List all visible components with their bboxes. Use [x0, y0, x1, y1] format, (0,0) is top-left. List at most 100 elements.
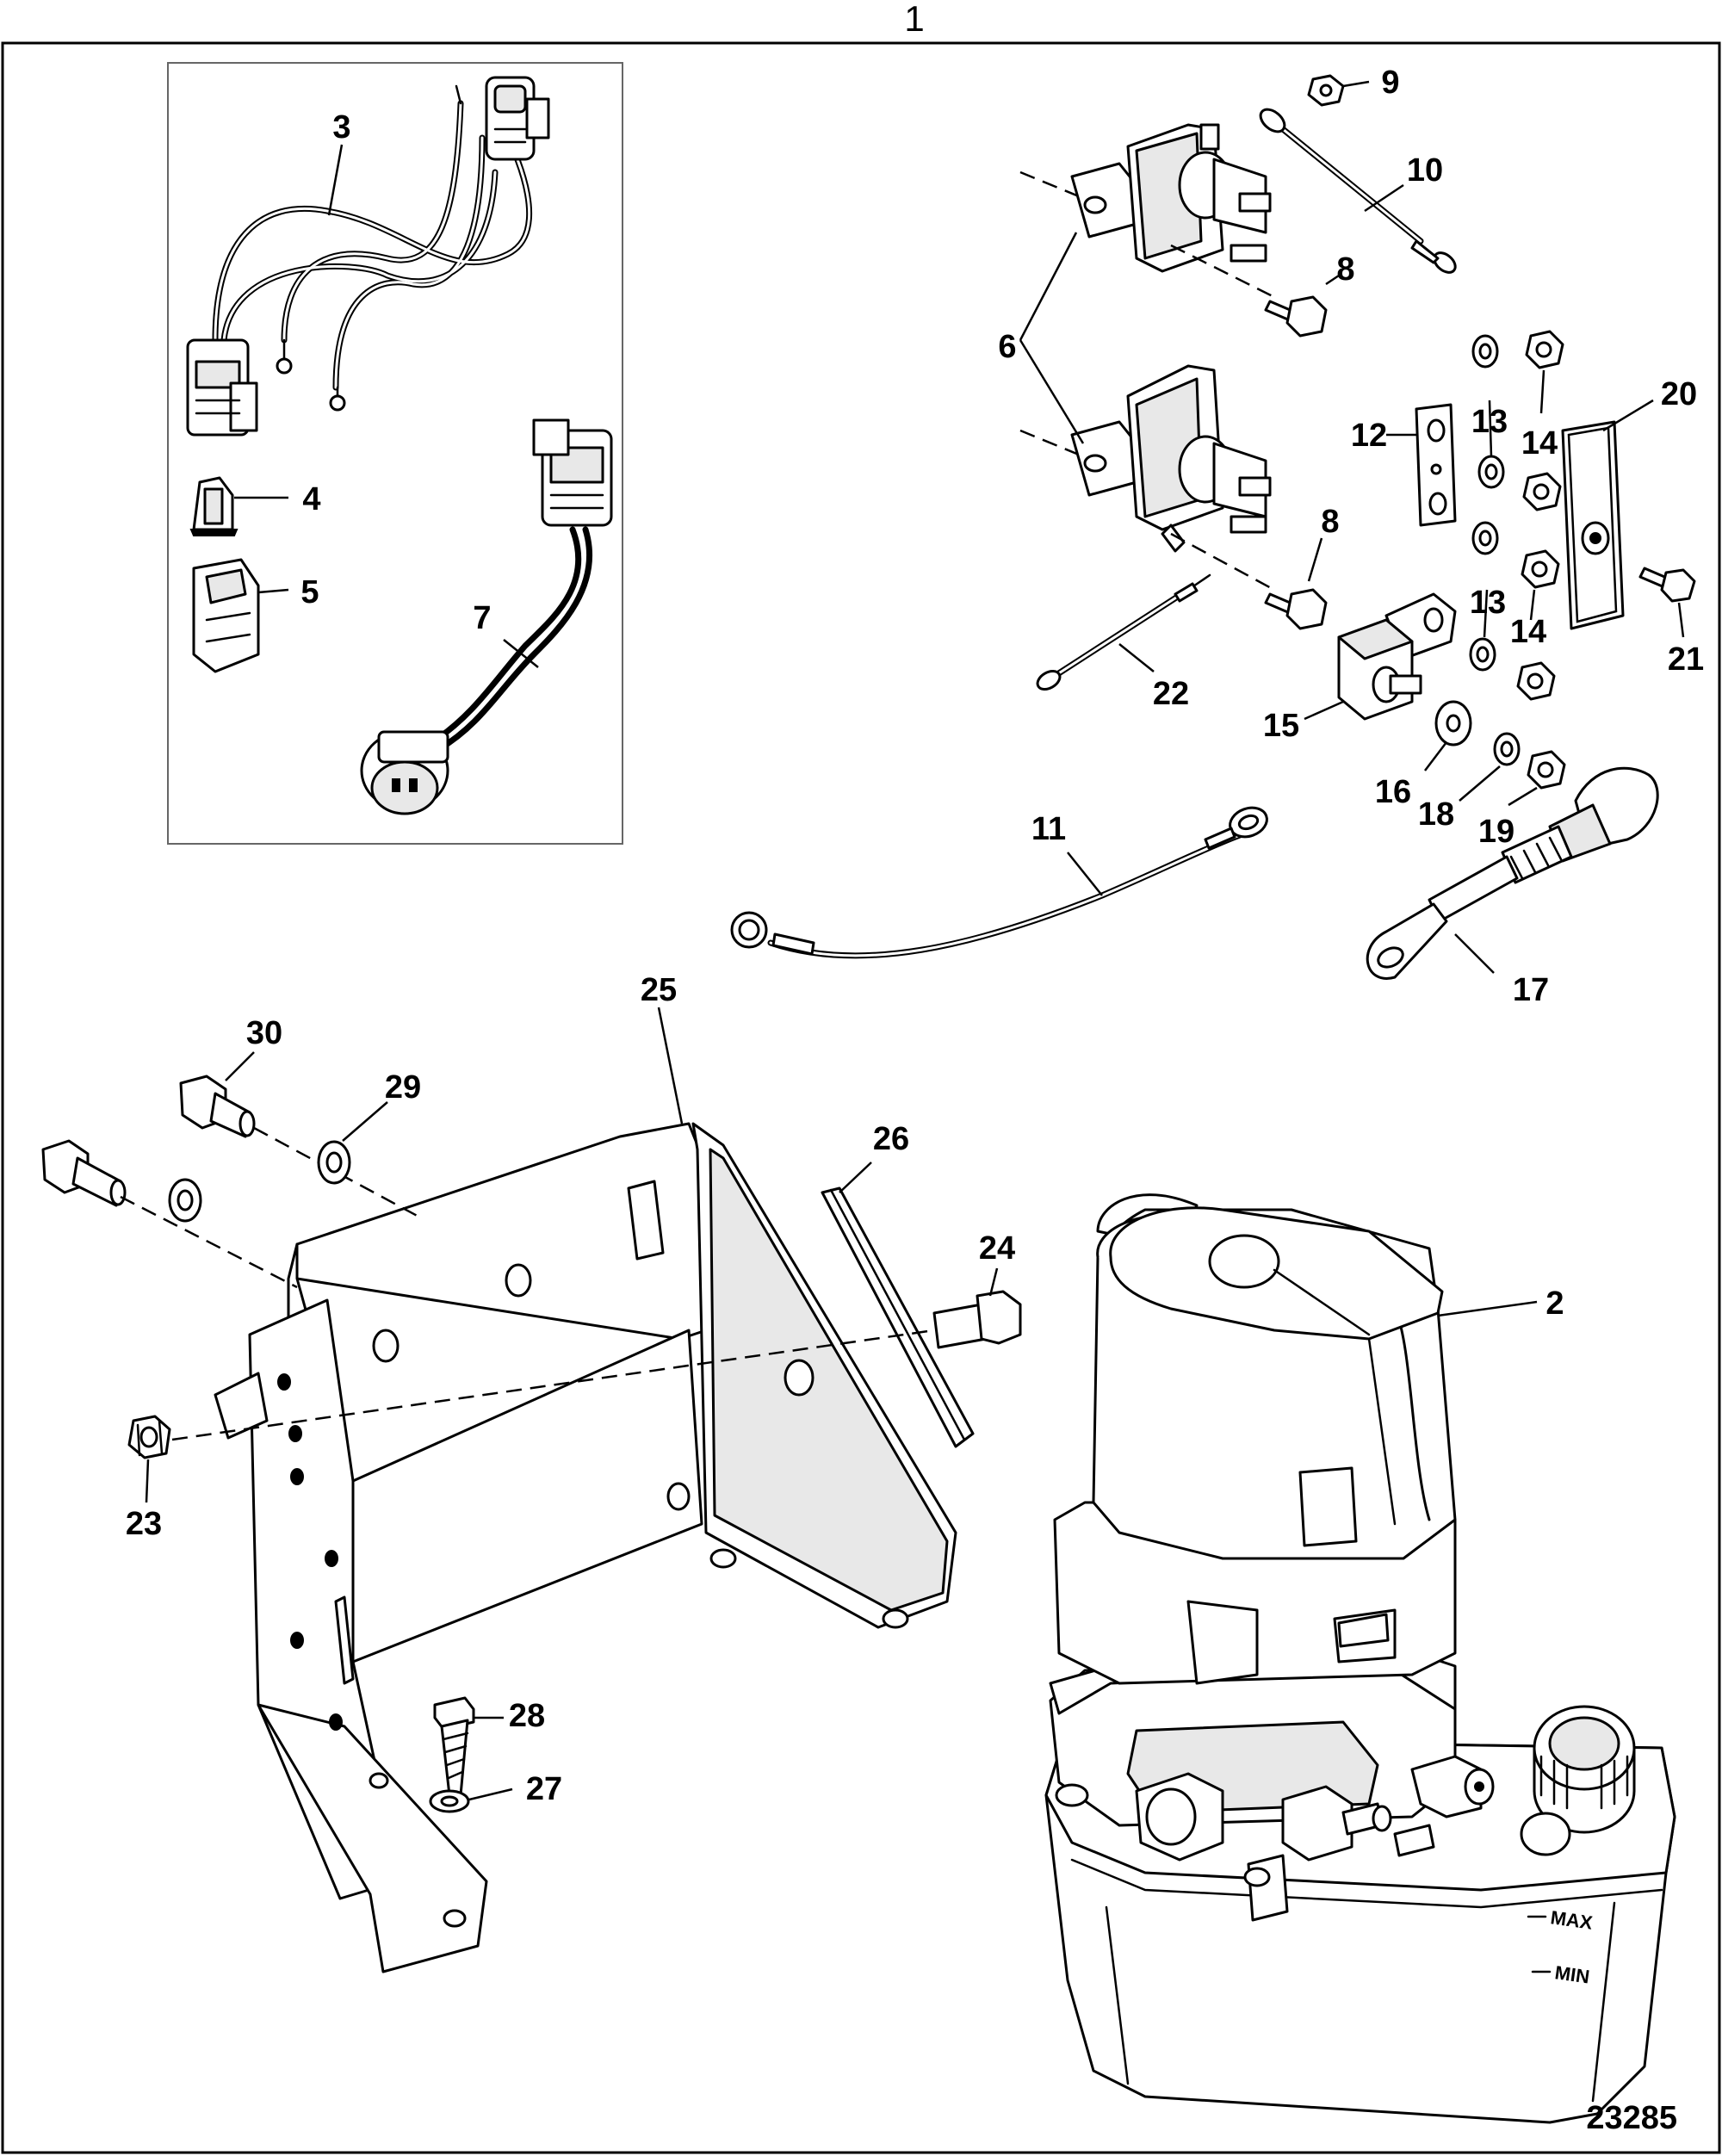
min-level-label: MIN [1553, 1961, 1590, 1987]
ground-wire-11-part [730, 806, 1268, 959]
solenoid-relay-upper [1019, 123, 1272, 273]
circuit-breaker-15-part [1337, 592, 1457, 721]
nut-14-upper-part [1522, 330, 1564, 511]
bolt-30-upper-part [179, 1075, 256, 1138]
lead-wire-22-part [1036, 573, 1211, 691]
callout-4: 4 [302, 481, 320, 517]
leader-5 [257, 588, 289, 594]
bolt-30-axis-lower [120, 1195, 298, 1289]
leader-8-lower [1307, 537, 1323, 582]
figure-title-number: 1 [904, 0, 924, 39]
callout-29: 29 [385, 1069, 421, 1106]
plate-12-part [1415, 403, 1457, 527]
flat-washer-16-part [1434, 700, 1472, 747]
wiring-harness-part [186, 76, 550, 437]
pigtail-harness-part [360, 418, 613, 815]
callout-10: 10 [1407, 152, 1443, 189]
callout-14-upper: 14 [1521, 425, 1558, 462]
callout-12: 12 [1351, 418, 1387, 454]
callout-24: 24 [979, 1230, 1015, 1267]
callout-19: 19 [1478, 814, 1514, 850]
callout-5: 5 [300, 574, 319, 610]
screw-21-part [1638, 567, 1696, 603]
leader-19 [1508, 786, 1538, 807]
fuse-part [189, 476, 238, 536]
battery-cable-17-part [1366, 766, 1659, 980]
callout-13-upper: 13 [1471, 404, 1508, 440]
screw-28-part [433, 1696, 475, 1801]
leader-23 [145, 1459, 150, 1503]
leader-11 [1067, 852, 1103, 896]
bolt-lower-part [1170, 532, 1328, 630]
callout-18: 18 [1418, 796, 1454, 833]
nut-14-lower-part [1516, 549, 1560, 701]
callout-20: 20 [1661, 376, 1697, 412]
leader-29 [342, 1101, 388, 1142]
leader-13-upper [1488, 400, 1493, 457]
callout-30: 30 [246, 1015, 282, 1051]
callout-11: 11 [1031, 811, 1066, 847]
callout-23: 23 [126, 1506, 162, 1542]
harness-inset-box [167, 62, 623, 845]
nut-19-part [1527, 750, 1566, 790]
leader-6-upper [1019, 232, 1078, 341]
leader-6-lower [1019, 339, 1085, 444]
leader-16 [1424, 741, 1447, 771]
leader-27 [468, 1787, 513, 1801]
callout-6: 6 [998, 329, 1016, 365]
solenoid-relay-lower [1019, 364, 1272, 553]
bolt-24-part [932, 1290, 1022, 1349]
callout-17: 17 [1513, 972, 1549, 1008]
callout-27: 27 [526, 1771, 562, 1807]
leader-24 [988, 1267, 999, 1297]
jumper-wire-10-part [1259, 108, 1457, 274]
leader-8-upper [1325, 274, 1340, 286]
lock-washer-13-lower-part [1469, 521, 1499, 672]
leader-2 [1437, 1300, 1538, 1317]
leader-21 [1677, 602, 1685, 638]
nut-9-part [1307, 74, 1345, 107]
connector-cap-part [192, 558, 260, 673]
power-trim-pump-2-part: MAX MIN [1044, 1193, 1676, 2124]
callout-21: 21 [1668, 641, 1704, 678]
leader-26 [839, 1162, 872, 1193]
callout-8-lower: 8 [1321, 504, 1339, 540]
diagram-frame [1, 41, 1721, 2154]
figure-reference-number: 23285 [1586, 2100, 1677, 2136]
leader-15 [1304, 700, 1344, 721]
lock-washer-18-part [1493, 732, 1521, 766]
lock-washer-29-part [168, 1140, 351, 1223]
callout-3: 3 [332, 109, 350, 146]
callout-14-lower: 14 [1510, 614, 1546, 650]
edge-trim-26-part [821, 1186, 975, 1448]
callout-15: 15 [1263, 708, 1299, 744]
bolt-30-axis-upper [253, 1126, 423, 1220]
callout-7: 7 [473, 600, 491, 636]
callout-26: 26 [873, 1121, 909, 1157]
leader-25 [657, 1007, 684, 1124]
leader-13-lower [1483, 589, 1489, 638]
mounting-bracket-25-part [214, 1122, 957, 1973]
callout-28: 28 [509, 1698, 545, 1734]
callout-2: 2 [1545, 1286, 1564, 1322]
callout-9: 9 [1381, 65, 1399, 101]
callout-25: 25 [641, 972, 677, 1008]
leader-3 [327, 144, 344, 216]
leader-20 [1602, 399, 1654, 432]
bolt-24-axis [171, 1329, 935, 1441]
washer-27-part [429, 1789, 470, 1813]
leader-9 [1342, 80, 1370, 88]
leader-14-upper [1539, 369, 1545, 414]
nut-23-part [127, 1415, 171, 1459]
leader-7 [503, 639, 539, 668]
leader-17 [1454, 933, 1495, 974]
leader-10 [1364, 183, 1404, 213]
callout-13-lower: 13 [1470, 585, 1506, 621]
lock-washer-13-upper-part [1471, 334, 1505, 489]
callout-8-upper: 8 [1336, 251, 1354, 288]
leader-18 [1459, 765, 1501, 802]
leader-22 [1118, 643, 1155, 672]
callout-16: 16 [1375, 774, 1411, 810]
leader-14-lower [1529, 589, 1536, 621]
